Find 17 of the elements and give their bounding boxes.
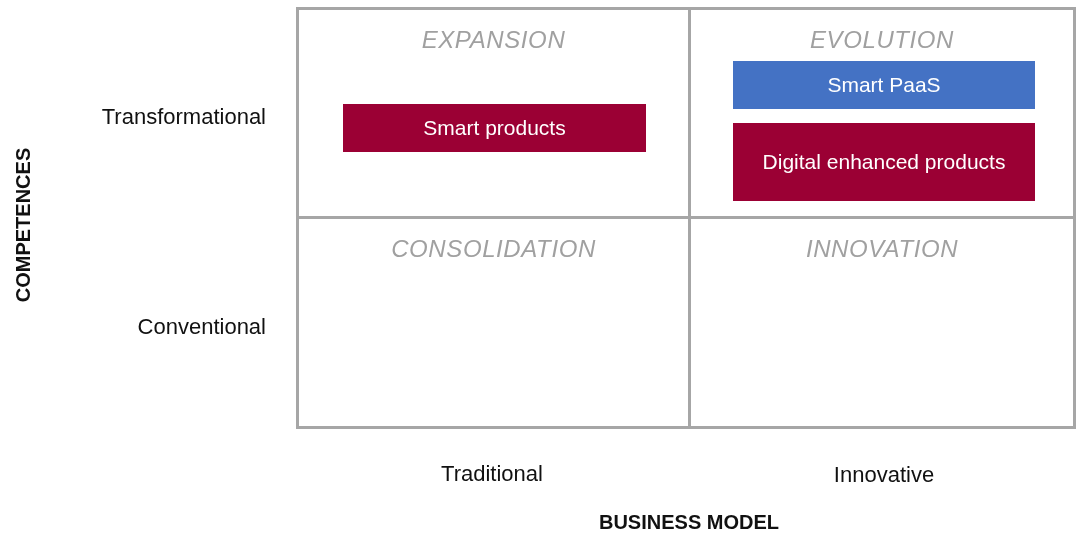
category-box: Smart PaaS: [733, 61, 1035, 109]
axis-title: BUSINESS MODEL: [598, 510, 780, 533]
category-box: Digital enhanced products: [733, 123, 1035, 201]
quadrant-cell: [688, 216, 1076, 429]
axis-label: Transformational: [100, 103, 266, 131]
quadrant-heading: INNOVATION: [804, 234, 960, 264]
quadrant-heading: CONSOLIDATION: [390, 234, 597, 264]
quadrant-heading: EVOLUTION: [808, 25, 956, 55]
axis-title: COMPETENCES: [11, 150, 35, 300]
axis-label: Traditional: [440, 460, 544, 488]
quadrant-cell: [688, 7, 1076, 219]
axis-label: Conventional: [136, 313, 266, 341]
quadrant-heading: EXPANSION: [420, 25, 567, 55]
quadrant-cell: [296, 7, 691, 219]
category-box: Smart products: [343, 104, 646, 152]
quadrant-cell: [296, 216, 691, 429]
axis-label: Innovative: [832, 461, 936, 489]
